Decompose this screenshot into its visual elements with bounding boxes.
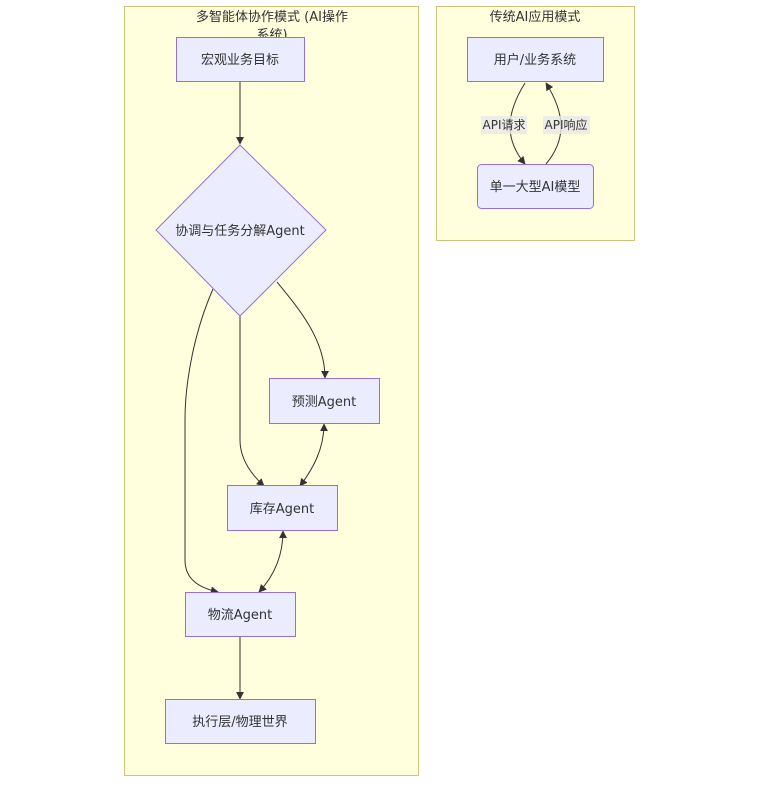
node-inventory-label: 库存Agent <box>250 501 314 517</box>
edge-label-bg-api-response <box>543 116 590 134</box>
node-inventory: 库存Agent <box>227 485 338 531</box>
node-coordinator: 协调与任务分解Agent <box>155 144 327 317</box>
node-coordinator-label: 协调与任务分解Agent <box>175 223 304 239</box>
node-execution-box <box>165 699 316 744</box>
edge-forecast-inventory <box>299 423 328 487</box>
edge-coordinator-to-inventory <box>239 316 265 487</box>
edge-coordinator-to-logistics <box>184 288 219 595</box>
node-user-system-label: 用户/业务系统 <box>494 52 576 68</box>
edges-multi-agent <box>184 82 329 700</box>
node-user-system: 用户/业务系统 <box>467 37 604 82</box>
edge-inventory-logistics <box>258 530 287 593</box>
node-macro-goal: 宏观业务目标 <box>176 37 305 82</box>
node-forecast-label: 预测Agent <box>292 395 356 410</box>
node-coordinator-diamond <box>155 144 327 317</box>
node-execution: 执行层/物理世界 <box>165 699 316 744</box>
edge-label-bg-api-request <box>481 116 527 134</box>
node-macro-goal-box <box>176 37 305 82</box>
edge-coordinator-to-forecast <box>276 281 329 379</box>
edge-label-api-request: API请求 <box>483 118 526 132</box>
node-single-model-label: 单一大型AI模型 <box>490 180 581 195</box>
node-logistics-label: 物流Agent <box>208 608 272 623</box>
node-forecast: 预测Agent <box>269 378 380 424</box>
edge-label-api-response: API响应 <box>545 117 588 132</box>
node-execution-label: 执行层/物理世界 <box>192 715 287 730</box>
node-inventory-box <box>227 485 338 531</box>
node-single-model: 单一大型AI模型 <box>477 164 594 209</box>
edges-traditional: API请求 API响应 <box>481 82 590 165</box>
cluster-traditional-title: 传统AI应用模式 <box>490 9 581 25</box>
node-user-system-box <box>467 37 604 82</box>
node-logistics: 物流Agent <box>185 592 296 637</box>
cluster-multi-agent-title-line1: 多智能体协作模式 (AI操作 <box>196 9 348 25</box>
node-single-model-box <box>477 164 594 209</box>
node-macro-goal-label: 宏观业务目标 <box>201 52 279 68</box>
node-logistics-box <box>185 592 296 637</box>
node-forecast-box <box>269 378 380 424</box>
